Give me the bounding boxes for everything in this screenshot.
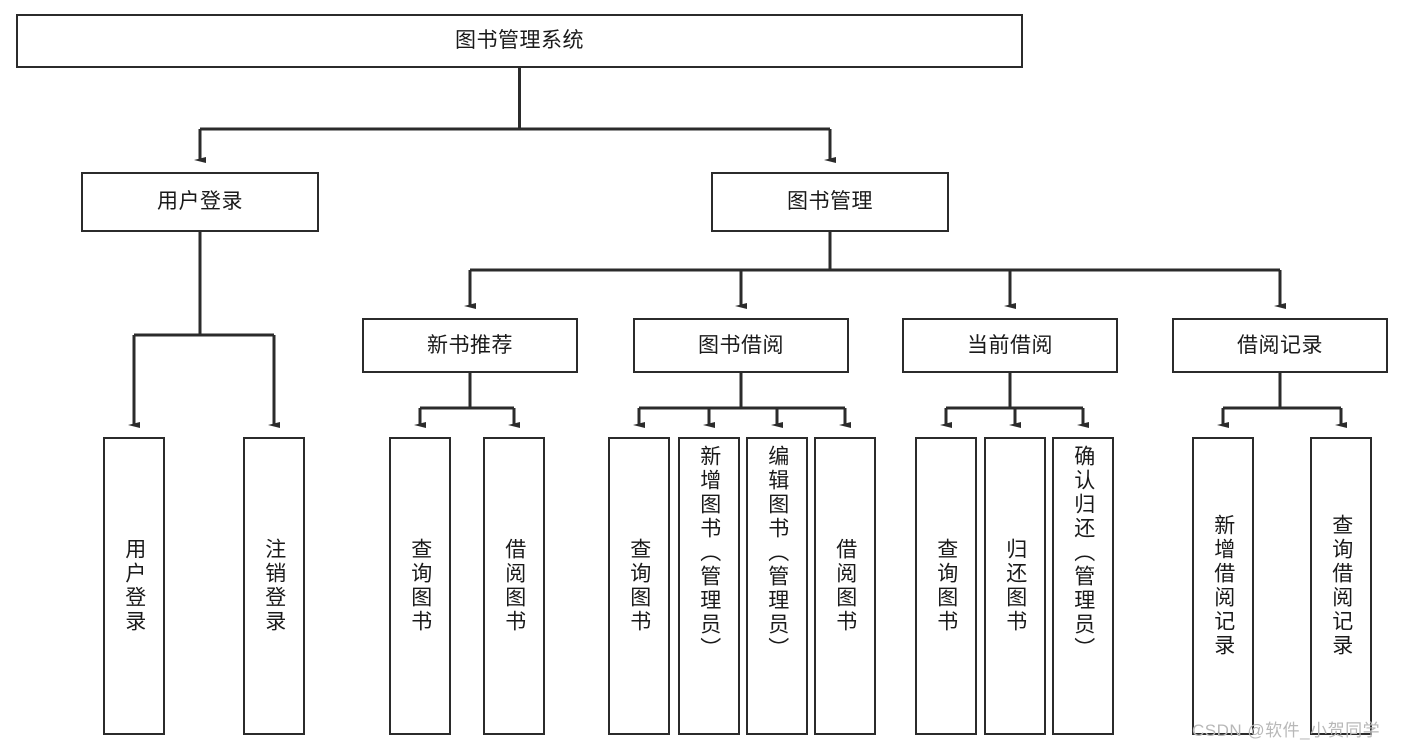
- leaf-node[interactable]: 确认归还（管理员）: [1052, 437, 1114, 735]
- leaf-node[interactable]: 归还图书: [984, 437, 1046, 735]
- leaf-node[interactable]: 编辑图书（管理员）: [746, 437, 808, 735]
- leaf-node[interactable]: 借阅图书: [483, 437, 545, 735]
- level3-node-label: 借阅记录: [1237, 333, 1323, 357]
- level3-node[interactable]: 图书借阅: [633, 318, 849, 373]
- leaf-node-label: 查询借阅记录: [1329, 514, 1353, 658]
- level2-node-label: 用户登录: [157, 190, 243, 214]
- leaf-node-label: 注销登录: [262, 538, 286, 634]
- leaf-node[interactable]: 借阅图书: [814, 437, 876, 735]
- leaf-node[interactable]: 查询图书: [915, 437, 977, 735]
- leaf-node[interactable]: 查询图书: [389, 437, 451, 735]
- leaf-node-label: 新增图书（管理员）: [697, 445, 721, 661]
- leaf-node-label: 查询图书: [627, 538, 651, 634]
- leaf-node[interactable]: 用户登录: [103, 437, 165, 735]
- leaf-node[interactable]: 查询图书: [608, 437, 670, 735]
- leaf-node-label: 查询图书: [934, 538, 958, 634]
- leaf-node-label: 编辑图书（管理员）: [765, 445, 789, 661]
- leaf-node[interactable]: 新增图书（管理员）: [678, 437, 740, 735]
- leaf-node[interactable]: 查询借阅记录: [1310, 437, 1372, 735]
- leaf-node-label: 用户登录: [122, 538, 146, 634]
- leaf-node-label: 归还图书: [1003, 538, 1027, 634]
- level3-node-label: 图书借阅: [698, 333, 784, 357]
- root-node[interactable]: 图书管理系统: [16, 14, 1023, 68]
- leaf-node-label: 新增借阅记录: [1211, 514, 1235, 658]
- leaf-node-label: 借阅图书: [833, 538, 857, 634]
- watermark-text: CSDN @软件_小贺同学: [1192, 721, 1381, 740]
- leaf-node-label: 查询图书: [408, 538, 432, 634]
- leaf-node-label: 确认归还（管理员）: [1071, 445, 1095, 661]
- connector-group: [128, 68, 1347, 428]
- root-node-label: 图书管理系统: [455, 29, 584, 53]
- level2-node[interactable]: 图书管理: [711, 172, 949, 232]
- level3-node-label: 新书推荐: [427, 333, 513, 357]
- level2-node[interactable]: 用户登录: [81, 172, 319, 232]
- leaf-node[interactable]: 注销登录: [243, 437, 305, 735]
- level3-node-label: 当前借阅: [967, 333, 1053, 357]
- level3-node[interactable]: 新书推荐: [362, 318, 578, 373]
- level2-node-label: 图书管理: [787, 190, 873, 214]
- leaf-node[interactable]: 新增借阅记录: [1192, 437, 1254, 735]
- leaf-node-label: 借阅图书: [502, 538, 526, 634]
- level3-node[interactable]: 借阅记录: [1172, 318, 1388, 373]
- level3-node[interactable]: 当前借阅: [902, 318, 1118, 373]
